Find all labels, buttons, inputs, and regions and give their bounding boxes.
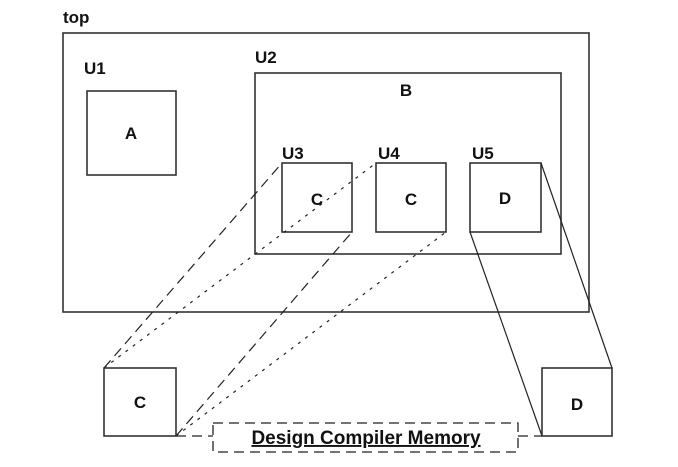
u5-module-box: [469, 162, 542, 233]
top-design-label: top: [63, 8, 89, 27]
u5-link-top: [540, 162, 613, 369]
memory-region-box: [212, 422, 519, 453]
u5-module-label: D: [499, 189, 511, 208]
memory-module-c-box: [103, 367, 177, 437]
u4-link-top: [103, 162, 377, 369]
memory-module-d-label: D: [571, 395, 583, 414]
u4-instance-label: U4: [378, 144, 400, 163]
u5-link-bottom: [469, 231, 543, 437]
u4-link-bottom: [175, 231, 447, 437]
u3-instance-label: U3: [282, 144, 304, 163]
top-design-box: [62, 32, 590, 313]
u2-instance-label: U2: [255, 48, 277, 67]
u3-link-top: [103, 162, 283, 369]
u4-module-box: [375, 162, 447, 233]
u2-module-label: B: [400, 81, 412, 100]
u3-link-bottom: [175, 231, 353, 437]
u1-module-box: [86, 90, 177, 176]
memory-module-d-box: [541, 367, 613, 437]
u3-module-label: C: [311, 190, 323, 209]
u3-module-box: [281, 162, 353, 233]
memory-region-label: Design Compiler Memory: [251, 428, 481, 449]
u2-module-box: [254, 72, 562, 255]
u4-module-label: C: [405, 190, 417, 209]
u5-instance-label: U5: [472, 144, 494, 163]
memory-module-c-label: C: [134, 393, 146, 412]
u1-module-label: A: [125, 124, 137, 143]
u1-instance-label: U1: [84, 59, 106, 78]
